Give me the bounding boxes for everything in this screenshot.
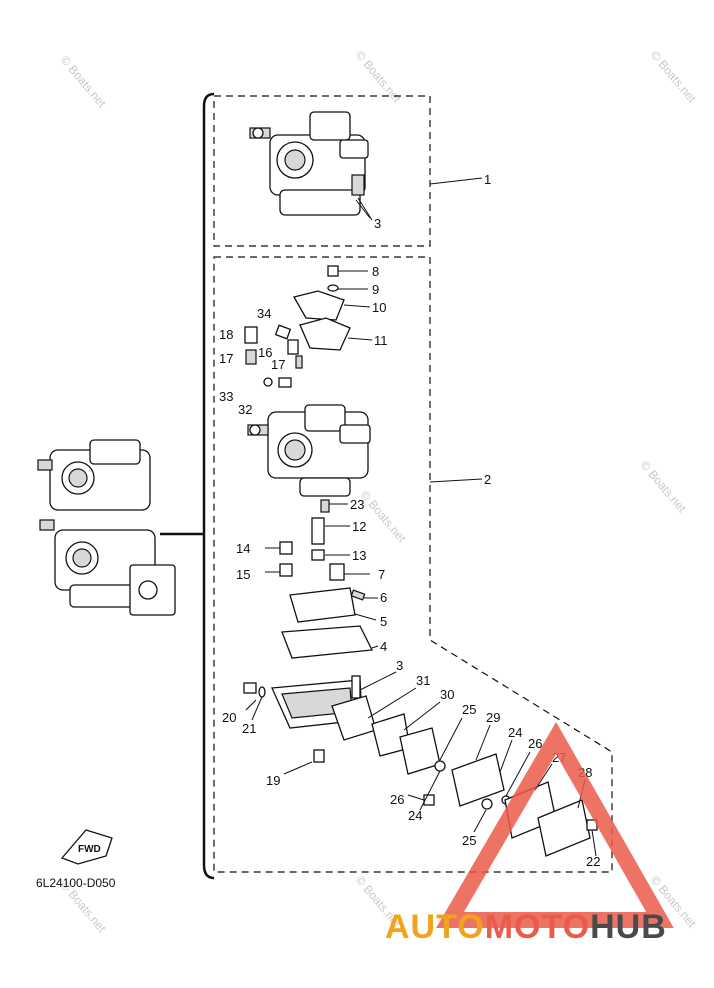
fwd-label: FWD: [78, 844, 101, 855]
callout-label: 6: [380, 590, 387, 605]
watermark-text: © Boats.net: [353, 48, 405, 106]
callout-label: 19: [266, 773, 280, 788]
callout-label: 26: [528, 736, 542, 751]
assembly-bracket: [202, 92, 215, 880]
callout-label: 10: [372, 300, 386, 315]
callout-label: 5: [380, 614, 387, 629]
callout-label: 32: [238, 402, 252, 417]
carburetor-assembly-top: [249, 111, 371, 219]
callout-label: 9: [372, 282, 379, 297]
callout-label: 2: [484, 472, 491, 487]
fwd-arrow-icon: FWD: [60, 829, 113, 865]
watermark-text: © Boats.net: [358, 488, 410, 546]
callout-label: 34: [257, 306, 271, 321]
callout-label: 3: [374, 216, 381, 231]
callout-label: 17: [219, 351, 233, 366]
callout-label: 12: [352, 519, 366, 534]
watermark-group: © Boats.net © Boats.net © Boats.net © Bo…: [58, 48, 700, 936]
watermark-text: © Boats.net: [58, 53, 110, 111]
callout-label: 17: [271, 357, 285, 372]
callout-label: 3: [396, 658, 403, 673]
watermark-text: © Boats.net: [638, 458, 690, 516]
assembly-box-1: [213, 95, 431, 247]
callout-label: 23: [350, 497, 364, 512]
callout-label: 11: [374, 333, 388, 348]
callout-label: 14: [236, 541, 250, 556]
diagram-code: 6L24100-D050: [36, 876, 116, 890]
callout-label: 31: [416, 673, 430, 688]
callout-label: 7: [378, 567, 385, 582]
callout-label: 25: [462, 833, 476, 848]
callout-label: 1: [484, 172, 491, 187]
exploded-parts: [243, 265, 598, 857]
callout-label: 26: [390, 792, 404, 807]
callout-label: 4: [380, 639, 387, 654]
logo-triangle-icon: [436, 721, 674, 928]
callout-label: 25: [462, 702, 476, 717]
callout-label: 21: [242, 721, 256, 736]
callout-label: 16: [258, 345, 272, 360]
callout-label: 24: [508, 725, 522, 740]
callout-label: 15: [236, 567, 250, 582]
callout-label: 13: [352, 548, 366, 563]
logo-wordmark: AUTOMOTOHUB: [385, 908, 667, 946]
callout-label: 29: [486, 710, 500, 725]
callout-label: 30: [440, 687, 454, 702]
callout-labels: 1 3 8 9 10 11 34 18 16 17 17 33 32 2 23 …: [219, 172, 600, 869]
callout-label: 20: [222, 710, 236, 725]
leader-lines: [245, 177, 597, 857]
callout-label: 24: [408, 808, 422, 823]
callout-label: 33: [219, 389, 233, 404]
assembly-box-2: [213, 256, 613, 873]
watermark-text: © Boats.net: [648, 48, 700, 106]
logo-moto: MOTO: [485, 908, 590, 946]
callout-label: 8: [372, 264, 379, 279]
callout-label: 22: [586, 854, 600, 869]
automotohub-logo: AUTOMOTOHUB: [385, 721, 674, 946]
logo-auto: AUTO: [385, 908, 485, 946]
callout-label: 18: [219, 327, 233, 342]
logo-hub: HUB: [590, 908, 667, 946]
twin-carburetor-illustration: [37, 439, 176, 616]
